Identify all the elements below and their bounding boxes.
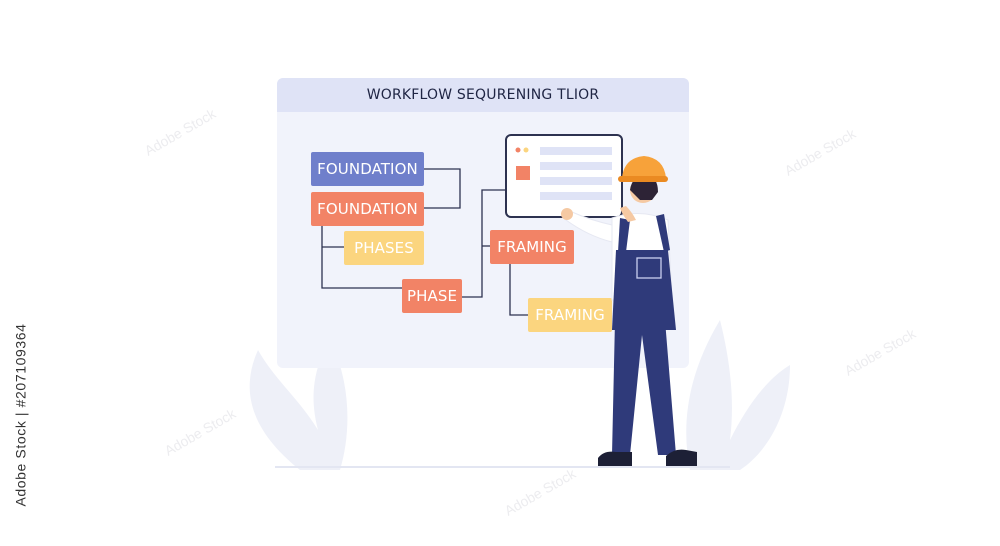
node-phase: PHASE (402, 279, 462, 313)
edge-n4-screen (462, 189, 512, 298)
node-framing-1: FRAMING (490, 230, 574, 264)
side-credit: Adobe Stock | #207109364 (8, 300, 34, 530)
node-framing-2: FRAMING (528, 298, 612, 332)
edge-n1-n2 (424, 168, 461, 209)
tablet-screen (505, 134, 623, 218)
node-foundation-2: FOUNDATION (311, 192, 424, 226)
side-credit-text: Adobe Stock | #207109364 (13, 323, 30, 507)
panel-title: WORKFLOW SEQURENING TLIOR (277, 78, 689, 112)
edge-n5-n6 (509, 264, 528, 316)
node-foundation-1: FOUNDATION (311, 152, 424, 186)
node-phases: PHASES (344, 231, 424, 265)
